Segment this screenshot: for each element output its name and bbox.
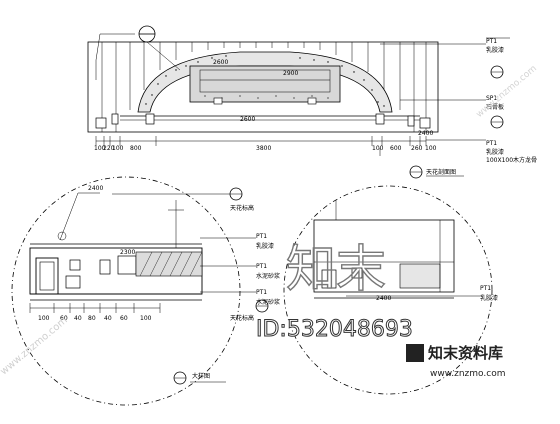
detail-left-tag-code-3: PT1	[256, 289, 267, 296]
elevation-title: 天花剖面图	[426, 168, 456, 176]
detail-right-body	[313, 219, 455, 293]
dim-0: 100	[94, 145, 106, 152]
detail-left-wall	[35, 257, 59, 295]
dim-1: 220	[103, 145, 115, 152]
arch-hatch	[145, 55, 385, 107]
dim-8: 100	[425, 145, 437, 152]
detail-right-tag-text: 乳胶漆	[480, 294, 498, 302]
detail-left-label-inner: 2300	[120, 249, 135, 256]
detail-right: 2400 PT1 乳胶漆	[283, 185, 498, 395]
watermark-url: www.znzmo.com	[430, 369, 505, 379]
detail-left-circle	[11, 176, 241, 406]
dim-3: 800	[130, 145, 142, 152]
tag-code-2: SP1	[486, 95, 497, 102]
detail-dim-3: 80	[88, 315, 96, 322]
note-right: 100X100木方龙骨	[486, 156, 537, 164]
lamp-inner-label: 2900	[283, 70, 298, 77]
lamp-top-label: 2600	[213, 59, 228, 66]
detail-right-circle	[283, 185, 493, 395]
tag-text-3: 乳胶漆	[486, 148, 504, 156]
detail-left-label-top: 2400	[88, 185, 103, 192]
tag-code-1: PT1	[486, 38, 497, 45]
elevation-frame	[87, 41, 439, 133]
lamp-box-left	[213, 97, 223, 105]
watermark-logo	[406, 344, 424, 362]
joint-block-right	[419, 117, 431, 129]
watermark-id: ID:532048693	[256, 317, 413, 342]
detail-left-tag-code-1: PT1	[256, 233, 267, 240]
dim-7: 260	[411, 145, 423, 152]
wall-strips	[101, 42, 427, 132]
detail-dim-1: 60	[60, 315, 68, 322]
detail-left-tag-text-2: 水泥砂浆	[256, 272, 280, 280]
dim-6: 600	[390, 145, 402, 152]
detail-left-note-top: 天花标高	[230, 204, 254, 212]
dim-4: 3800	[256, 145, 271, 152]
detail-dim-6: 100	[140, 315, 152, 322]
elevation-dimension-row: 100 220 100 800 3800 100 600 260 100	[94, 136, 437, 152]
dim-5: 100	[372, 145, 384, 152]
detail-left-title: 大样图	[192, 372, 210, 380]
detail-left-tag-code-2: PT1	[256, 263, 267, 270]
tag-text-1: 乳胶漆	[486, 46, 504, 54]
detail-left-tag-text-3: 水泥砂浆	[256, 298, 280, 306]
ceiling-right-label: 2400	[418, 130, 433, 137]
recess-box	[189, 65, 341, 103]
joint-block-left	[95, 117, 107, 129]
detail-dim-5: 60	[120, 315, 128, 322]
watermark-url-diagonal-2: www.znzmo.com	[475, 64, 539, 120]
watermark-layer: 知末 ID:532048693 知末资料库 www.znzmo.com www.…	[0, 64, 539, 379]
detail-dim-4: 40	[104, 315, 112, 322]
ceiling-height-label: 2600	[240, 116, 255, 123]
lamp-box-right	[307, 97, 317, 105]
tag-text-2: 石膏板	[486, 103, 504, 111]
detail-left: 2400 天花标高 2300 PT1 乳胶漆 P	[11, 176, 280, 406]
detail-left-hatch	[135, 251, 203, 277]
detail-left-note-bottom: 天花标高	[230, 314, 254, 322]
dim-2: 100	[112, 145, 124, 152]
watermark-url-diagonal: www.znzmo.com	[0, 315, 70, 377]
detail-right-tag-code: PT1	[480, 285, 491, 292]
tag-code-3: PT1	[486, 140, 497, 147]
detail-dim-0: 100	[38, 315, 50, 322]
ceiling-elevation: 2600 2900 2600 2400 100 220 100 800 3800	[87, 25, 537, 179]
detail-left-tag-text-1: 乳胶漆	[256, 242, 274, 250]
detail-left-dimension-row: 100 60 40 80 40 60 100	[29, 303, 161, 322]
detail-dim-2: 40	[74, 315, 82, 322]
watermark-big: 知末	[286, 240, 386, 298]
recess-inner	[199, 69, 331, 93]
detail-right-label: 2400	[376, 295, 391, 302]
detail-right-hatch	[399, 263, 441, 289]
elevation-tags: PT1 乳胶漆 SP1 石膏板 PT1 乳胶漆 100X100木方龙骨	[379, 37, 537, 164]
watermark-brand: 知末资料库	[428, 344, 503, 362]
